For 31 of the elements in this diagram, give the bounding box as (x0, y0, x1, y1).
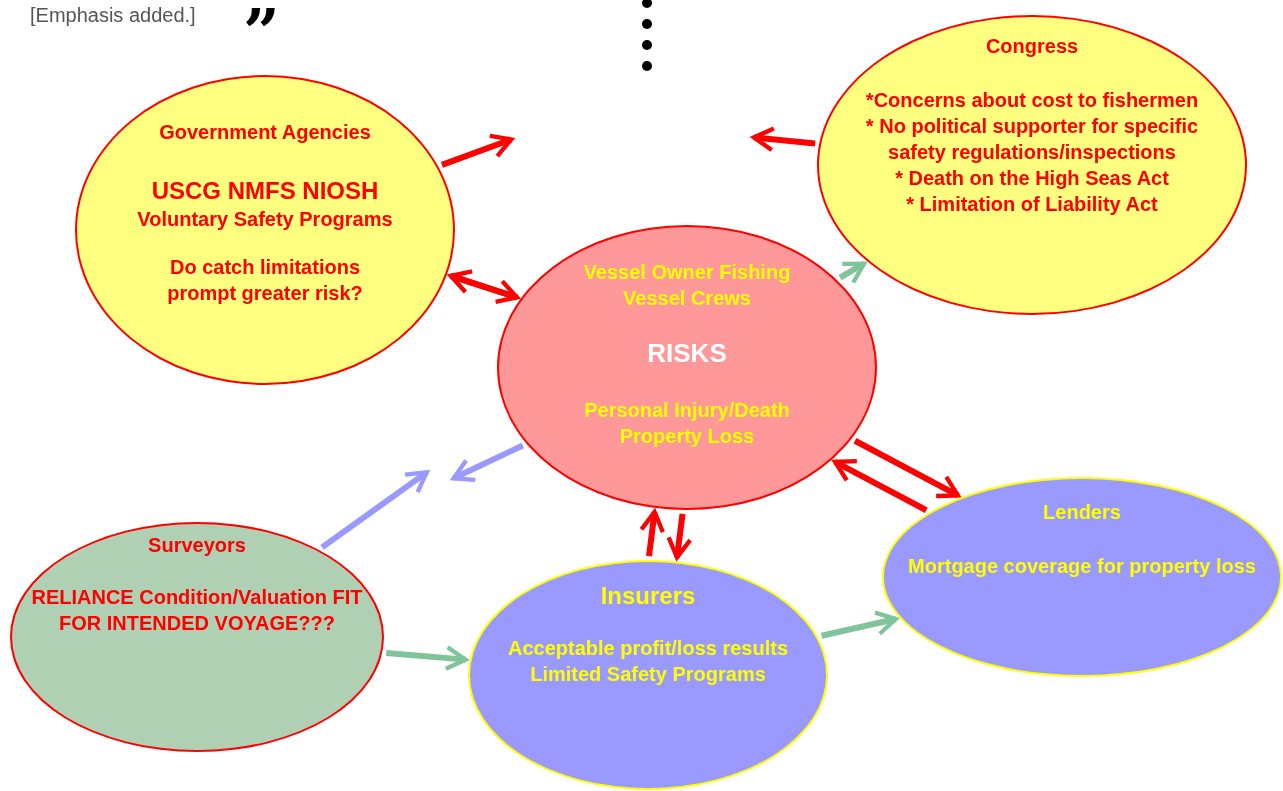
body-text: USCG NMFS NIOSH (151, 176, 379, 206)
arrow (639, 509, 666, 557)
body-text: Acceptable profit/loss results Limited Safety Programs (506, 636, 790, 688)
arrow (451, 442, 525, 483)
body-text: Personal Injury/Death Property Loss (583, 397, 791, 449)
arrow (440, 133, 514, 168)
arrow (820, 610, 898, 639)
heading-text: Lenders (1043, 500, 1121, 525)
arrow (853, 438, 961, 499)
arrow (832, 459, 928, 513)
arrow (666, 513, 693, 560)
body-text: Mortgage coverage for property loss (908, 554, 1256, 579)
arrow (838, 261, 867, 285)
arrow (751, 126, 816, 153)
note-text: [Emphasis added.] (30, 4, 196, 27)
body-text: * Death on the High Seas Act (895, 166, 1169, 191)
heading-text: Congress (985, 34, 1079, 59)
body-text: RELIANCE Condition/Valuation FIT FOR INTENDED VOYAGE??? (30, 585, 364, 636)
body-text: * No political supporter for specific safety regulations/inspections (864, 114, 1200, 165)
heading-text: Government Agencies (159, 120, 371, 145)
quotation-mark: ” (243, 0, 280, 64)
heading-text: Surveyors (148, 533, 246, 558)
arrow (320, 469, 429, 550)
body-text: Voluntary Safety Programs (137, 207, 393, 233)
body-text: * Limitation of Liability Act (906, 192, 1158, 217)
body-text: Do catch limitations prompt greater risk? (166, 255, 364, 307)
heading-text: Vessel Owner Fishing Vessel Crews (582, 260, 792, 311)
heading-text: Insurers (600, 581, 696, 611)
body-text: *Concerns about cost to fishermen (865, 88, 1199, 113)
arrow (386, 645, 468, 671)
body-text: RISKS (647, 337, 727, 370)
